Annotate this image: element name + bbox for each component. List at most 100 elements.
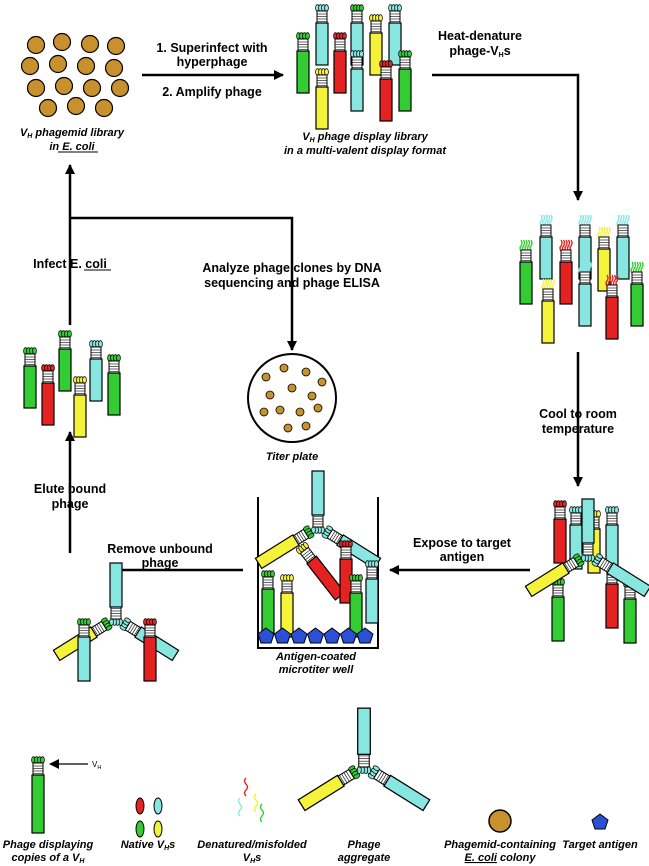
- legend-colony-line1: Phagemid-containing: [444, 839, 556, 851]
- well-phage: [349, 574, 363, 638]
- legend-denatured-icon: [237, 777, 265, 823]
- legend-native-icon: [135, 797, 163, 838]
- ecoli-colony: [94, 98, 114, 118]
- step-heat-line2: phage-VHs: [449, 44, 510, 59]
- legend-denatured-line1: Denatured/misfolded: [197, 839, 307, 851]
- unbound-phage: [77, 618, 91, 682]
- unbound-phages: [52, 562, 180, 682]
- ecoli-colony: [52, 32, 72, 52]
- denatured-phage: [539, 214, 553, 280]
- plaque: [275, 405, 285, 415]
- arrow-analyze: [70, 216, 297, 351]
- step-heat-line1: Heat-denature: [438, 29, 522, 43]
- legend-aggregate: [297, 707, 431, 812]
- ecoli-colony: [76, 56, 96, 76]
- arrow-remove-unbound: [110, 568, 243, 601]
- target-antigen: [306, 627, 325, 644]
- legend-phage-icon: [31, 756, 45, 834]
- denatured-phage: [630, 261, 644, 327]
- ecoli-colony: [26, 78, 46, 98]
- well-phage: [280, 574, 294, 638]
- legend-phage-line1: Phage displaying: [3, 839, 94, 851]
- plaque: [279, 363, 289, 373]
- plaque: [265, 390, 275, 400]
- legend-antigen-icon: [591, 813, 609, 830]
- display-phage: [333, 32, 347, 94]
- denatured-phage: [519, 239, 533, 305]
- legend-colony-icon: [488, 809, 512, 833]
- well-phage: [261, 570, 275, 634]
- library-caption-line2: in E. coli: [49, 141, 95, 153]
- step-cool-line1: Cool to room: [539, 407, 617, 421]
- display-phage: [296, 32, 310, 94]
- ecoli-colony: [66, 96, 86, 116]
- aggregate-arm-down: [356, 707, 372, 775]
- legend-aggregate-icon: [297, 707, 431, 812]
- denatured-phage: [605, 274, 619, 340]
- step-expose-line2: antigen: [440, 550, 484, 564]
- display-phage: [379, 60, 393, 122]
- legend-antigen-label: Target antigen: [562, 839, 638, 851]
- unbound-phage: [143, 618, 157, 682]
- plaque: [301, 421, 311, 431]
- plaque: [295, 407, 305, 417]
- eluted-phage: [89, 340, 103, 402]
- display-phage: [388, 4, 402, 66]
- refolded-phage: [553, 500, 567, 564]
- well-caption-line2: microtiter well: [279, 664, 355, 676]
- step-elute-line1: Elute bound: [34, 482, 106, 496]
- well-phage: [365, 560, 379, 624]
- display-caption-line1: VH phage display library: [302, 131, 428, 144]
- legend-aggregate-line2: aggregate: [338, 852, 391, 864]
- denatured-phage: [578, 261, 592, 327]
- refolded-phage: [551, 578, 565, 642]
- ecoli-colony: [20, 56, 40, 76]
- step-infect: Infect E. coli: [33, 257, 107, 271]
- ecoli-colony: [38, 98, 58, 118]
- denatured-phages: [519, 214, 644, 344]
- target-antigen: [356, 627, 374, 644]
- eluted-phage: [23, 347, 37, 409]
- target-antigen: [323, 627, 341, 644]
- denatured-phage: [597, 226, 611, 292]
- target-antigen: [273, 627, 292, 644]
- display-phage: [398, 50, 412, 112]
- aggregate-arm-down: [581, 498, 595, 562]
- denatured-phage: [559, 239, 573, 305]
- display-phage: [315, 68, 329, 130]
- refolded-phage: [569, 506, 583, 570]
- legend-phage-line2: copies of a VH: [12, 852, 86, 865]
- ecoli-colony: [104, 58, 124, 78]
- ecoli-colony: [106, 36, 126, 56]
- display-caption-line2: in a multi-valent display format: [284, 145, 447, 157]
- aggregate-arm-left: [524, 553, 585, 598]
- cooled-aggregate: [524, 498, 649, 598]
- eluted-phage: [107, 354, 121, 416]
- display-phage: [369, 14, 383, 76]
- microtiter-well: [254, 470, 382, 649]
- library-caption-line1: VH phagemid library: [20, 127, 125, 140]
- denatured-phage: [616, 214, 630, 280]
- step-elute-line2: phage: [52, 497, 89, 511]
- phage-display-library: [296, 4, 412, 130]
- aggregate-arm-right: [591, 553, 649, 598]
- display-phage: [315, 4, 329, 66]
- eluted-phage: [41, 364, 55, 426]
- ecoli-colony: [110, 78, 130, 98]
- ecoli-colony: [54, 76, 74, 96]
- aggregate-arm-down: [311, 470, 325, 534]
- ecoli-colony: [82, 78, 102, 98]
- aggregate-arm-right: [367, 765, 431, 812]
- denatured-phage: [541, 278, 555, 344]
- ecoli-colony: [48, 54, 68, 74]
- display-phage: [350, 50, 364, 112]
- step-analyze-line1: Analyze phage clones by DNA: [202, 261, 381, 275]
- step-superinfect-line1: 1. Superinfect with: [156, 41, 267, 55]
- eluted-phage: [73, 376, 87, 438]
- arrow-to-heat-denature: [432, 73, 583, 201]
- ecoli-library: [20, 32, 130, 118]
- plaque: [313, 403, 323, 413]
- ecoli-colony: [26, 35, 46, 55]
- step-amplify: 2. Amplify phage: [162, 85, 262, 99]
